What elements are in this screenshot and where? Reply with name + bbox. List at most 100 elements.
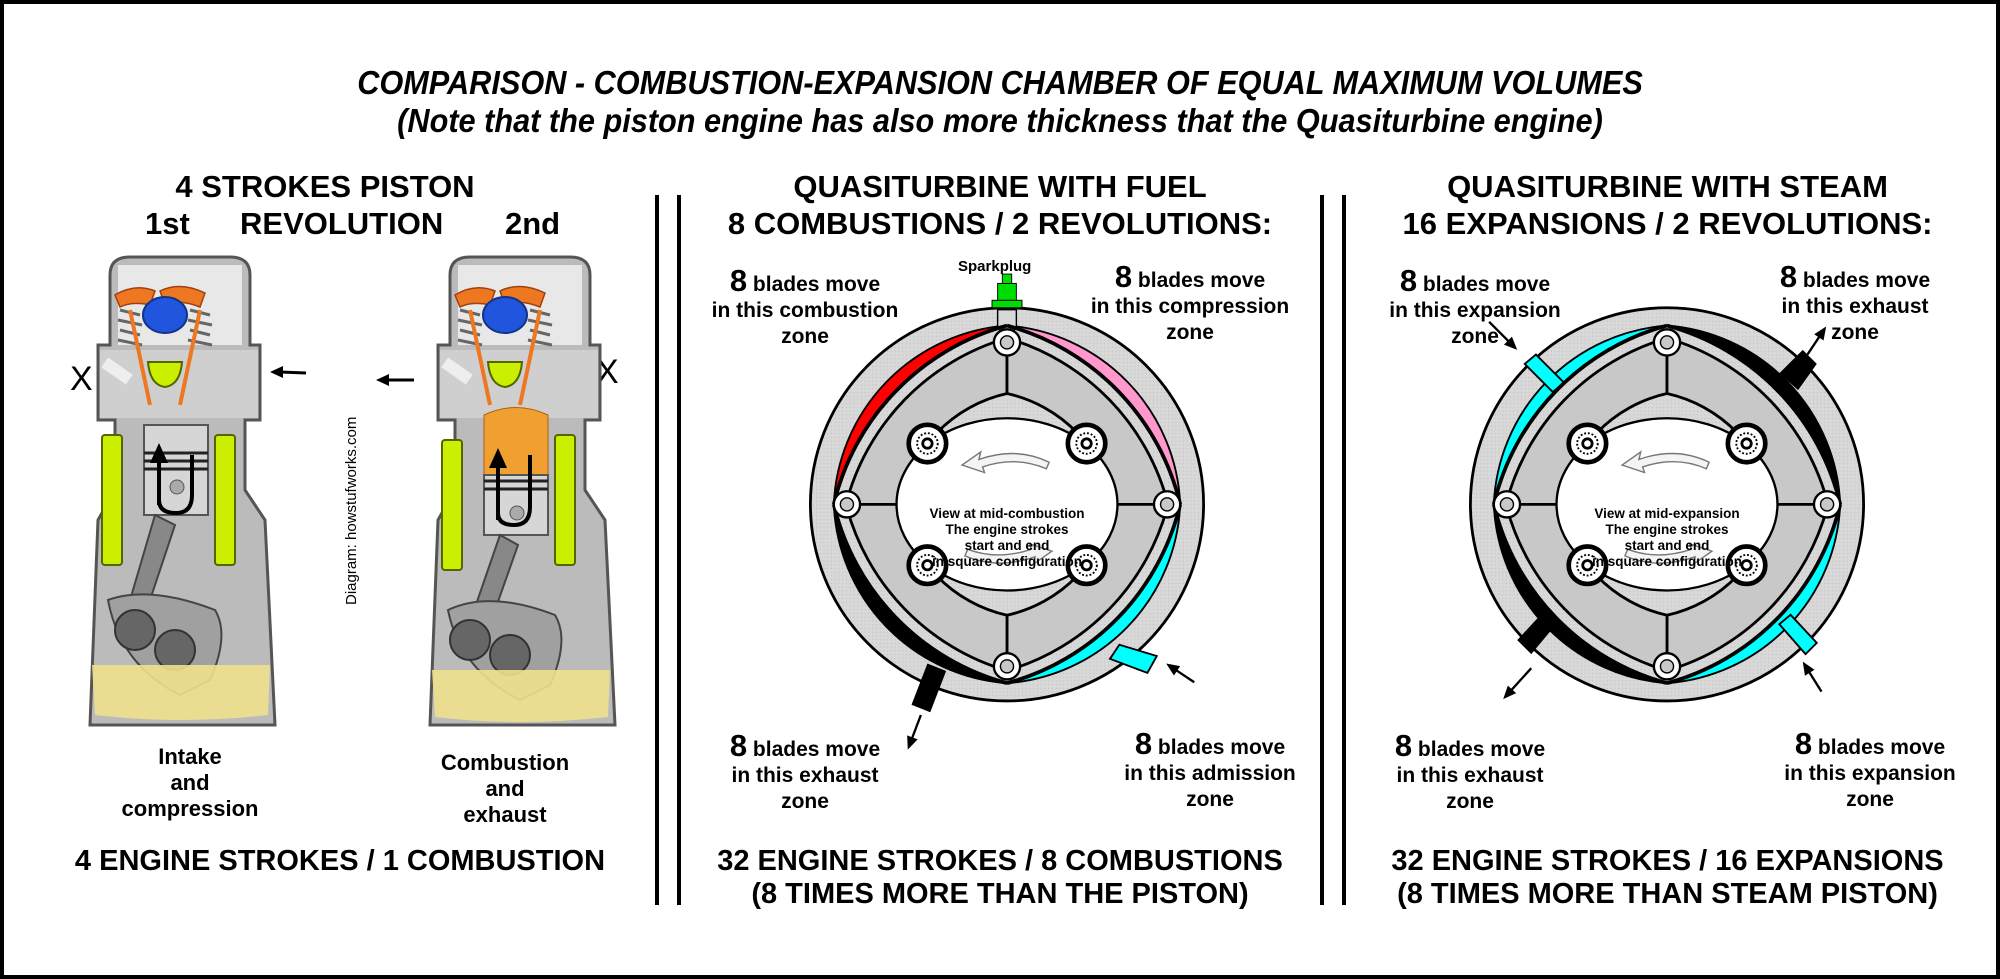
rotor-outline [831, 323, 1008, 505]
rotor-outline [1666, 503, 1843, 685]
steam-heading: QUASITURBINE WITH STEAM [1447, 169, 1888, 204]
pivot-carrier [1152, 490, 1182, 519]
left-arrow-icon [376, 374, 414, 386]
center-cavity [895, 417, 1119, 592]
arrow-icon [1802, 661, 1823, 693]
revolution-label: REVOLUTION [240, 206, 444, 241]
coolant-right [554, 434, 576, 566]
up-down-arrow-icon [496, 455, 532, 528]
camshaft [482, 296, 528, 334]
center-cavity [1555, 417, 1779, 592]
zone-exhaust-label-top: 8 blades move in this exhaust zone [1779, 259, 1931, 344]
bearing-wheel [1065, 544, 1108, 587]
combustion-chamber [486, 361, 524, 389]
piston-heading: 4 STROKES PISTON [175, 169, 475, 204]
pivot-carrier [1652, 328, 1682, 357]
sparkplug-label: Sparkplug [958, 258, 1032, 275]
steam-center-text: View at mid-expansion The engine strokes… [1591, 506, 1742, 569]
bearing-wheel [906, 544, 949, 587]
caption-combustion: Combustion and exhaust [440, 750, 570, 827]
fuel-subheading: 8 COMBUSTIONS / 2 REVOLUTIONS: [727, 206, 1273, 241]
pivot-carrier [1812, 490, 1842, 519]
coolant-right [214, 434, 236, 566]
zone-exhaust-label: 8 blades move in this exhaust zone [729, 728, 881, 813]
zone-combustion-label: 8 blades move in this combustion zone [711, 263, 899, 348]
caption-intake: Intake and compression [121, 744, 259, 821]
intake-port-bottom [1778, 613, 1819, 656]
left-piston-marker: X [70, 360, 93, 398]
steam-footer-1: 32 ENGINE STROKES / 16 EXPANSIONS [1391, 845, 1944, 877]
exhaust-port [911, 663, 947, 713]
zone-expansion-label-bottom: 8 blades move in this expansion zone [1784, 726, 1956, 811]
divider-left-a [655, 195, 659, 905]
combustion-chamber [146, 361, 184, 389]
arrow-icon [1166, 663, 1195, 684]
rotor-outline [1006, 323, 1183, 505]
fuel-heading: QUASITURBINE WITH FUEL [793, 169, 1207, 204]
coolant-left [101, 434, 123, 566]
rotation-arrow-icon [963, 542, 1054, 566]
zone-compression-label: 8 blades move in this compression zone [1090, 259, 1290, 344]
zone-expansion-label-top: 8 blades move in this expansion zone [1389, 263, 1561, 348]
sparkplug-base [991, 299, 1023, 309]
subtitle-note: (Note that the piston engine has also mo… [397, 102, 1603, 139]
arrow-icon [907, 714, 922, 750]
admission-port [1108, 643, 1159, 675]
divider-right-b [1342, 195, 1346, 905]
arrow-icon [1488, 320, 1518, 350]
rotor-outline [831, 503, 1008, 685]
piston-diagram-intake [88, 255, 277, 727]
bearing-wheel [1566, 544, 1609, 587]
right-piston-marker: X [596, 353, 619, 391]
pivot-carrier [992, 652, 1022, 681]
valve-stems [128, 309, 202, 406]
steam-footer-2: (8 TIMES MORE THAN STEAM PISTON) [1397, 878, 1938, 910]
fuel-footer-1: 32 ENGINE STROKES / 8 COMBUSTIONS [717, 845, 1283, 877]
camshaft [142, 296, 188, 334]
bearing-wheel [1725, 544, 1768, 587]
rotor-outline [1491, 503, 1668, 685]
pivot-carrier [1492, 490, 1522, 519]
rotor-outline [1006, 503, 1183, 685]
pivot-carrier [992, 328, 1022, 357]
exhaust-port-top [1779, 349, 1817, 391]
quasiturbine-steam-diagram [1469, 306, 1865, 703]
sparkplug-body [997, 282, 1017, 301]
pivot-carrier [1652, 652, 1682, 681]
left-arrow-icon [270, 366, 307, 378]
bearing-wheel [1065, 422, 1108, 465]
zone-exhaust-label-bottom: 8 blades move in this exhaust zone [1394, 728, 1546, 813]
arrow-icon [1503, 667, 1533, 700]
rocker-arms [114, 285, 206, 309]
revolution-second: 2nd [505, 206, 561, 241]
rotation-arrow-icon [1620, 450, 1711, 474]
rotation-arrow-icon [1623, 542, 1714, 566]
rotor-outline [1491, 323, 1668, 505]
bearing-wheel [1725, 422, 1768, 465]
valve-stems [468, 309, 542, 406]
fuel-footer-2: (8 TIMES MORE THAN THE PISTON) [751, 878, 1249, 910]
revolution-first: 1st [145, 206, 190, 241]
spark-plug-body [101, 357, 133, 385]
piston-diagram-combustion [428, 255, 617, 727]
oil-sump [92, 665, 270, 720]
piston-footer: 4 ENGINE STROKES / 1 COMBUSTION [74, 845, 606, 877]
main-title: COMPARISON - COMBUSTION-EXPANSION CHAMBE… [357, 64, 1643, 101]
exhaust-port-bottom [1517, 614, 1555, 655]
pivot-carrier [832, 490, 862, 519]
fuel-center-text: View at mid-combustion The engine stroke… [929, 506, 1085, 569]
sparkplug-tip [1001, 273, 1013, 284]
spark-plug-body [441, 357, 473, 385]
quasiturbine-fuel-diagram [809, 273, 1205, 750]
coolant-left [441, 439, 463, 571]
arrow-icon [1806, 326, 1827, 356]
rotation-arrow-icon [960, 450, 1051, 474]
bearing-wheel [1566, 422, 1609, 465]
piston-arrows [270, 366, 414, 386]
zone-admission-label: 8 blades move in this admission zone [1124, 726, 1296, 811]
rotor-outline [1666, 323, 1843, 505]
steam-subheading: 16 EXPANSIONS / 2 REVOLUTIONS: [1402, 206, 1933, 241]
bearing-wheel [906, 422, 949, 465]
divider-right-a [1320, 195, 1324, 905]
